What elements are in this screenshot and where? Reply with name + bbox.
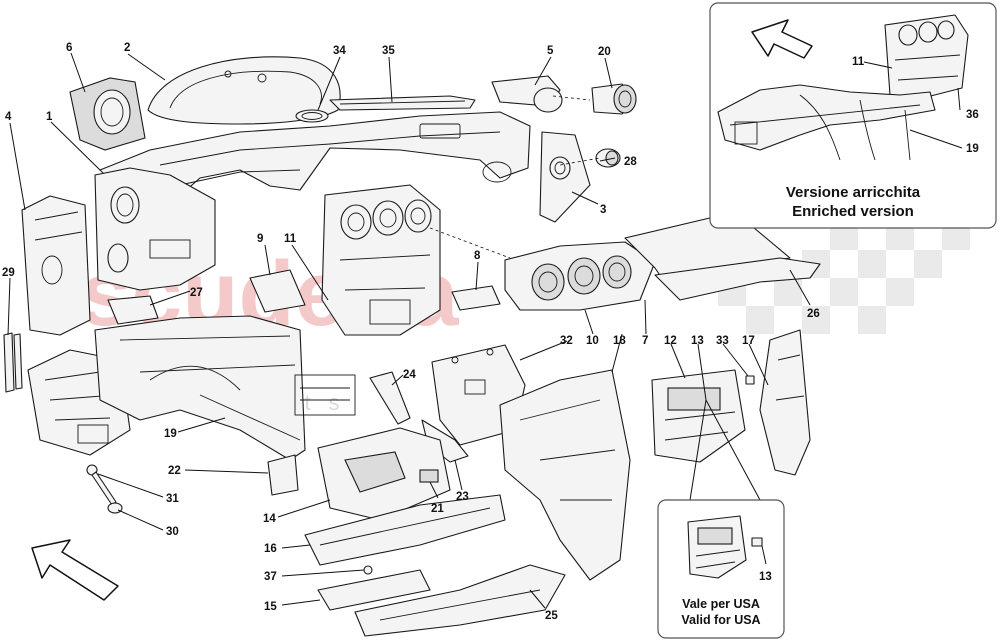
callout-3: 3 — [600, 204, 606, 216]
inset-callout-11: 11 — [852, 56, 865, 68]
usa-caption-line2: Valid for USA — [681, 613, 760, 627]
callout-11: 11 — [284, 233, 297, 245]
callout-21: 21 — [431, 503, 444, 515]
main-dashboard-body — [99, 111, 531, 211]
callout-15: 15 — [264, 601, 277, 613]
usa-caption-line1: Vale per USA — [682, 597, 760, 611]
part-26-right-long-trim — [654, 257, 821, 301]
callout-6: 6 — [66, 42, 72, 54]
part-9-pad — [249, 269, 306, 313]
part-1-left-vent-housing — [94, 167, 216, 291]
callout-17: 17 — [742, 335, 755, 347]
part-20-vent-nozzle — [591, 83, 637, 115]
part-11-center-vent-housing — [321, 184, 441, 336]
part-10-triple-vent — [504, 241, 656, 311]
inset-enriched-version: 11 36 19 Versione arricchita Enriched ve… — [709, 2, 997, 229]
callout-13a: 13 — [691, 335, 704, 347]
inset-enriched-caption-line2: Enriched version — [792, 203, 914, 220]
callout-8: 8 — [474, 250, 481, 262]
callout-7: 7 — [642, 335, 648, 347]
callout-35: 35 — [382, 45, 395, 57]
callout-16: 16 — [264, 543, 277, 555]
part-2-cluster-hood — [147, 56, 341, 125]
callout-27: 27 — [190, 287, 203, 299]
part-12-radio-frame — [651, 369, 746, 463]
callout-32: 32 — [560, 335, 573, 347]
callout-14: 14 — [263, 513, 276, 525]
part-35-defrost-strip — [329, 95, 476, 111]
part-33-clip — [745, 375, 755, 385]
inset-callout-36: 36 — [966, 109, 979, 121]
callout-18: 18 — [613, 335, 626, 347]
part-18-center-console — [499, 369, 631, 581]
part-6-vent-pod — [69, 77, 146, 151]
part-3-right-cover — [539, 131, 591, 223]
part-25-floor-trim — [354, 564, 566, 637]
callout-10: 10 — [586, 335, 599, 347]
callout-2: 2 — [124, 42, 130, 54]
callout-33: 33 — [716, 335, 729, 347]
callout-4: 4 — [5, 111, 12, 123]
callout-5: 5 — [547, 45, 554, 57]
callout-34: 34 — [333, 45, 346, 57]
callout-9: 9 — [257, 233, 263, 245]
inset-callout-19: 19 — [966, 143, 979, 155]
part-15-lower-bar — [317, 569, 431, 611]
callout-12: 12 — [664, 335, 677, 347]
callout-37: 37 — [264, 571, 277, 583]
callout-24: 24 — [403, 369, 416, 381]
part-4-left-side-panel — [21, 195, 91, 336]
callout-28: 28 — [624, 156, 637, 168]
part-8-pad — [451, 285, 501, 311]
forward-direction-arrow-icon — [31, 539, 119, 601]
part-27-bracket — [107, 295, 159, 325]
callout-22: 22 — [168, 465, 181, 477]
callout-25: 25 — [545, 610, 558, 622]
callout-31: 31 — [166, 493, 179, 505]
part-22-bracket — [267, 454, 299, 496]
callout-19: 19 — [164, 428, 177, 440]
part-34-speaker-grille — [295, 109, 329, 123]
callout-labels: 6 2 34 35 5 20 4 1 28 3 9 11 8 29 27 26 … — [2, 42, 820, 622]
part-29-trim-strip — [3, 332, 23, 393]
part-17-right-side-trim — [759, 329, 811, 476]
callout-23: 23 — [456, 491, 469, 503]
part-14-knee-panel — [317, 427, 451, 521]
callout-26: 26 — [807, 308, 820, 320]
part-30-31-bolt — [86, 464, 123, 514]
callout-1: 1 — [46, 111, 53, 123]
assembly-dashed-lines — [429, 95, 601, 259]
callout-29: 29 — [2, 267, 15, 279]
callout-30: 30 — [166, 526, 179, 538]
callout-20: 20 — [598, 46, 611, 58]
usa-callout-13: 13 — [759, 571, 772, 583]
part-5-side-cover — [491, 75, 563, 113]
part-16-lower-trim — [304, 494, 506, 566]
part-24-bracket — [369, 371, 411, 425]
leader-lines — [7, 52, 811, 609]
inset-usa-version: 13 Vale per USA Valid for USA — [657, 499, 785, 639]
inset-direction-arrow-icon — [751, 19, 813, 59]
part-37-screw — [363, 565, 373, 575]
part-28-knob — [595, 148, 621, 168]
inset-enriched-caption-line1: Versione arricchita — [786, 184, 921, 201]
